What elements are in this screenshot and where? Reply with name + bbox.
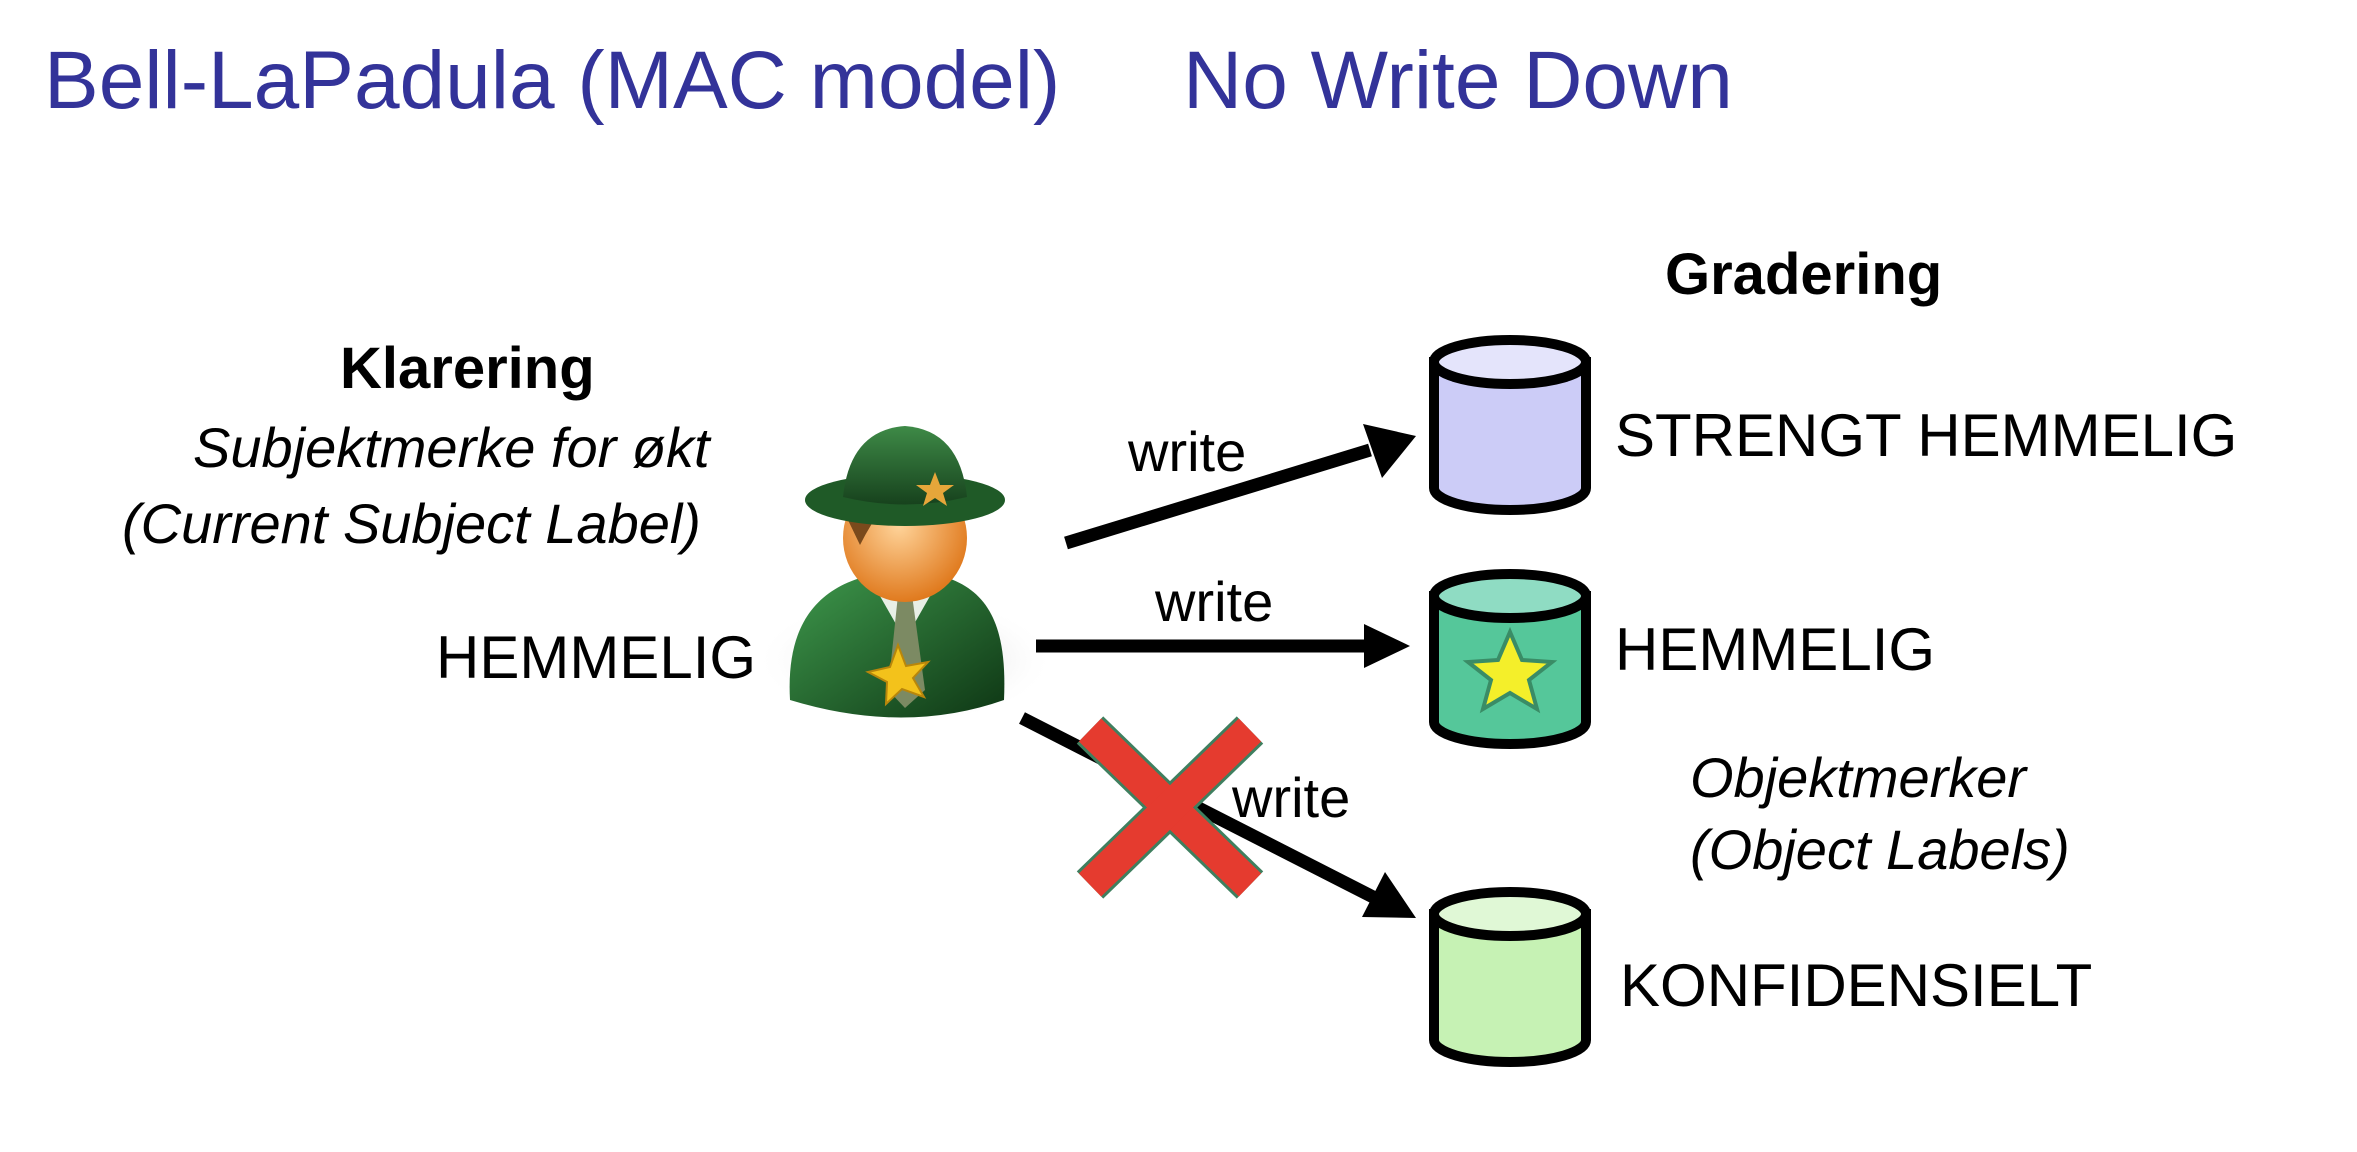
object-labels-en: (Object Labels) — [1690, 818, 2070, 881]
sheriff-icon — [755, 426, 1055, 725]
write-arrow-middle — [1036, 624, 1410, 668]
write-label-bottom: write — [1232, 766, 1351, 829]
subject-label-en: (Current Subject Label) — [122, 492, 701, 555]
write-arrow-bottom — [1019, 712, 1416, 918]
subject-label-no: Subjektmerke for økt — [193, 416, 710, 479]
write-label-middle: write — [1155, 570, 1274, 633]
database-icon-konfidensielt — [1429, 887, 1591, 1067]
klarering-heading: Klarering — [340, 336, 595, 401]
object-label-strengt-hemmelig: STRENGT HEMMELIG — [1615, 402, 2238, 469]
database-star-icon-hemmelig — [1429, 569, 1591, 749]
gradering-heading: Gradering — [1665, 242, 1943, 307]
page-title: Bell-LaPadula (MAC model) — [44, 35, 1061, 126]
star-icon — [1462, 626, 1558, 714]
write-label-top: write — [1128, 420, 1247, 483]
red-x-icon — [1076, 716, 1264, 899]
subject-level: HEMMELIG — [436, 624, 757, 691]
object-label-hemmelig: HEMMELIG — [1615, 616, 1936, 683]
database-icon-strengt-hemmelig — [1429, 335, 1591, 515]
page-subtitle: No Write Down — [1183, 35, 1733, 126]
object-labels-no: Objektmerker — [1690, 746, 2027, 809]
object-label-konfidensielt: KONFIDENSIELT — [1620, 952, 2093, 1019]
write-arrow-top — [1064, 424, 1416, 550]
